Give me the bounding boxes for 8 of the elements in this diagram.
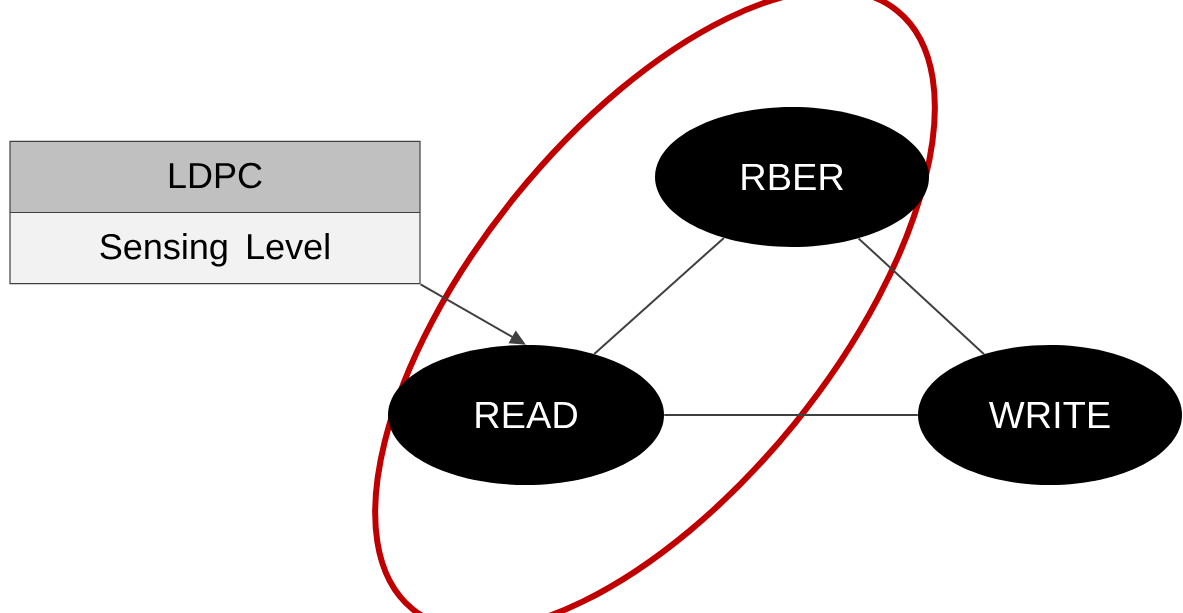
connector-line <box>663 414 919 416</box>
connector-line <box>593 236 725 355</box>
ellipse-node: WRITE <box>918 345 1182 485</box>
ellipse-node: RBER <box>655 107 929 247</box>
connector-line <box>857 237 986 356</box>
ellipse-node: READ <box>388 345 664 485</box>
node-label: Sensing Level <box>100 233 329 267</box>
table-box: LDPC Sensing Level <box>9 140 421 285</box>
